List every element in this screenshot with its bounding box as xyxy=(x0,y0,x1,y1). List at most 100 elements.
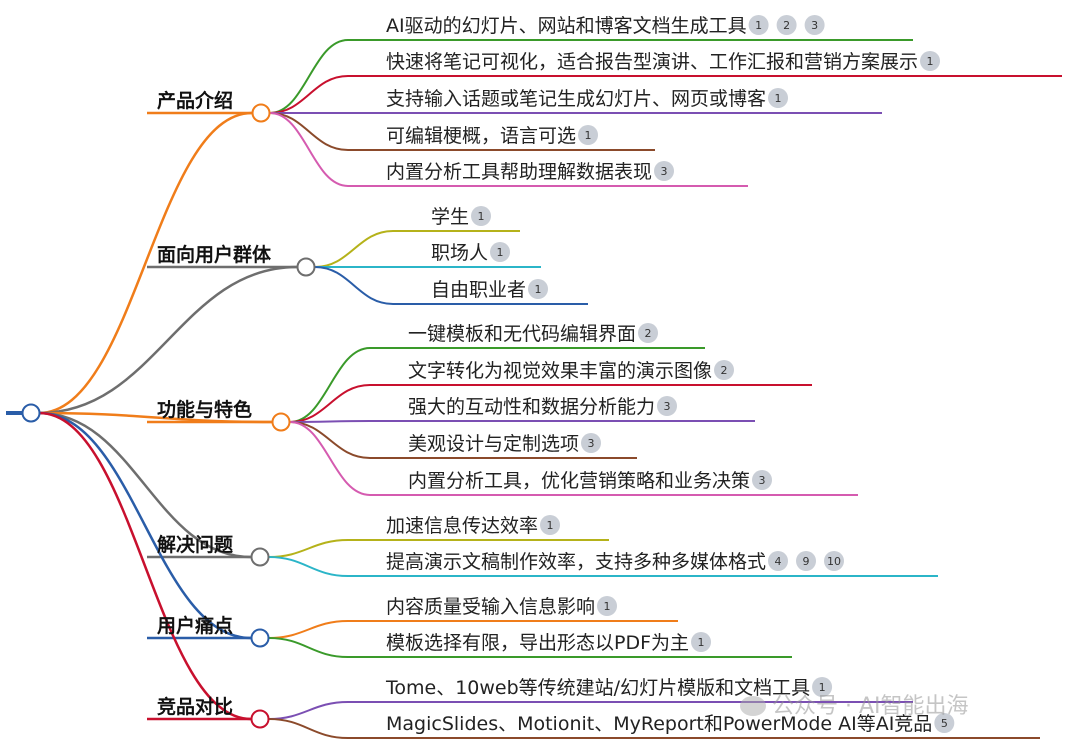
branch-title[interactable]: 产品介绍 xyxy=(157,89,233,112)
leaf-text[interactable]: 快速将笔记可视化，适合报告型演讲、工作汇报和营销方案展示 xyxy=(386,51,918,73)
reference-badge-circle xyxy=(581,433,602,453)
leaf-text[interactable]: 模板选择有限，导出形态以PDF为主 xyxy=(386,632,689,654)
reference-badge[interactable]: 1 xyxy=(597,596,618,616)
leaf-text[interactable]: 内置分析工具帮助理解数据表现 xyxy=(386,161,652,183)
leaf-connector xyxy=(269,112,349,187)
reference-badge[interactable]: 1 xyxy=(578,125,599,145)
leaf-text[interactable]: 提高演示文稿制作效率，支持多种多媒体格式 xyxy=(386,551,766,573)
leaf-connector xyxy=(314,230,394,268)
branch-node-circle[interactable] xyxy=(250,709,270,729)
leaf-connector xyxy=(269,39,349,114)
branch-title[interactable]: 功能与特色 xyxy=(157,398,252,421)
reference-badge-circle xyxy=(812,677,833,697)
reference-badge[interactable]: 1 xyxy=(471,206,492,226)
branch-title[interactable]: 解决问题 xyxy=(157,533,233,556)
leaf-text[interactable]: 支持输入话题或笔记生成幻灯片、网页或博客 xyxy=(386,88,766,110)
reference-badge-number: 1 xyxy=(927,55,934,68)
leaf-connector xyxy=(289,420,371,423)
reference-badge-circle xyxy=(540,515,561,535)
leaf-connector xyxy=(268,620,349,639)
reference-badge-circle xyxy=(597,596,618,616)
leaf-text[interactable]: Tome、10web等传统建站/幻灯片模版和文档工具 xyxy=(385,677,810,699)
reference-badge-circle xyxy=(490,242,511,262)
leaf-text[interactable]: 一键模板和无代码编辑界面 xyxy=(408,323,636,345)
reference-badge-circle xyxy=(638,323,659,343)
leaf-text[interactable]: 自由职业者 xyxy=(431,279,526,301)
reference-badge[interactable]: 3 xyxy=(752,470,773,490)
reference-badge-number: 2 xyxy=(721,364,728,377)
reference-badge[interactable]: 9 xyxy=(796,551,817,571)
reference-badge[interactable]: 1 xyxy=(691,632,712,652)
branch-title[interactable]: 面向用户群体 xyxy=(157,243,272,266)
reference-badge-circle xyxy=(657,396,678,416)
leaf-text[interactable]: 文字转化为视觉效果丰富的演示图像 xyxy=(408,360,712,382)
reference-badge[interactable]: 1 xyxy=(528,279,549,299)
leaf-text[interactable]: MagicSlides、Motionit、MyReport和PowerMode … xyxy=(386,713,932,735)
reference-badge[interactable]: 10 xyxy=(824,551,845,571)
reference-badge-circle xyxy=(714,360,735,380)
reference-badge[interactable]: 1 xyxy=(920,51,941,71)
reference-badge-number: 3 xyxy=(664,400,671,413)
branch-node-circle[interactable] xyxy=(250,547,270,567)
reference-badge-circle xyxy=(748,15,769,35)
reference-badge-number: 1 xyxy=(547,519,554,532)
leaf-connector xyxy=(289,347,371,423)
reference-badge-circle xyxy=(776,15,797,35)
leaf-text[interactable]: 加速信息传达效率 xyxy=(386,515,538,537)
reference-badge-number: 1 xyxy=(604,600,611,613)
reference-badge[interactable]: 3 xyxy=(654,161,675,181)
reference-badge[interactable]: 1 xyxy=(540,515,561,535)
leaf-text[interactable]: 学生 xyxy=(431,206,469,228)
leaf-connector xyxy=(268,539,349,558)
leaf-connector xyxy=(268,701,349,720)
reference-badge-circle xyxy=(578,125,599,145)
reference-badge[interactable]: 1 xyxy=(748,15,769,35)
reference-badge-circle xyxy=(768,551,789,571)
node-layer: 产品介绍 AI驱动的幻灯片、网站和博客文档生成工具 1 2 3 快速将笔记可视化，适合报告… xyxy=(21,15,955,735)
reference-badge[interactable]: 1 xyxy=(490,242,511,262)
branch-node-circle[interactable] xyxy=(271,412,291,432)
leaf-connector xyxy=(268,718,349,739)
reference-badge-number: 1 xyxy=(535,283,542,296)
reference-badge-number: 1 xyxy=(819,681,826,694)
leaf-text[interactable]: 职场人 xyxy=(431,242,488,264)
reference-badge[interactable]: 3 xyxy=(581,433,602,453)
reference-badge-number: 1 xyxy=(755,19,762,32)
reference-badge[interactable]: 4 xyxy=(768,551,789,571)
branch-title[interactable]: 用户痛点 xyxy=(157,614,233,637)
branch-node-circle[interactable] xyxy=(250,628,270,648)
wechat-icon xyxy=(740,696,766,716)
reference-badge[interactable]: 3 xyxy=(657,396,678,416)
watermark: 公众号 · AI智能出海 xyxy=(740,688,969,720)
reference-badge-circle xyxy=(804,15,825,35)
root-node-circle[interactable] xyxy=(21,403,41,423)
reference-badge-number: 9 xyxy=(803,555,810,568)
leaf-text[interactable]: 美观设计与定制选项 xyxy=(408,433,579,455)
reference-badge[interactable]: 2 xyxy=(638,323,659,343)
branch-connector xyxy=(38,265,298,415)
leaf-text[interactable]: 强大的互动性和数据分析能力 xyxy=(408,396,655,418)
branch-connector xyxy=(38,411,252,559)
branch-connector xyxy=(38,411,252,721)
leaf-connector xyxy=(268,637,349,658)
reference-badge-number: 3 xyxy=(811,19,818,32)
branch-node-circle[interactable] xyxy=(251,103,271,123)
branch-node-circle[interactable] xyxy=(296,257,316,277)
reference-badge[interactable]: 3 xyxy=(804,15,825,35)
leaf-text[interactable]: AI驱动的幻灯片、网站和博客文档生成工具 xyxy=(386,15,747,37)
reference-badge-number: 3 xyxy=(588,437,595,450)
leaf-text[interactable]: 内置分析工具，优化营销策略和业务决策 xyxy=(408,470,750,492)
leaf-connector xyxy=(269,75,349,114)
leaf-connector xyxy=(269,112,349,151)
leaf-text[interactable]: 可编辑梗概，语言可选 xyxy=(386,125,576,147)
reference-badge[interactable]: 2 xyxy=(776,15,797,35)
reference-badge-number: 2 xyxy=(783,19,790,32)
leaf-text[interactable]: 内容质量受输入信息影响 xyxy=(386,596,595,618)
reference-badge[interactable]: 5 xyxy=(934,713,955,733)
reference-badge-number: 3 xyxy=(661,165,668,178)
reference-badge[interactable]: 2 xyxy=(714,360,735,380)
reference-badge-circle xyxy=(796,551,817,571)
reference-badge[interactable]: 1 xyxy=(768,88,789,108)
branch-title[interactable]: 竞品对比 xyxy=(157,695,233,718)
reference-badge[interactable]: 1 xyxy=(812,677,833,697)
